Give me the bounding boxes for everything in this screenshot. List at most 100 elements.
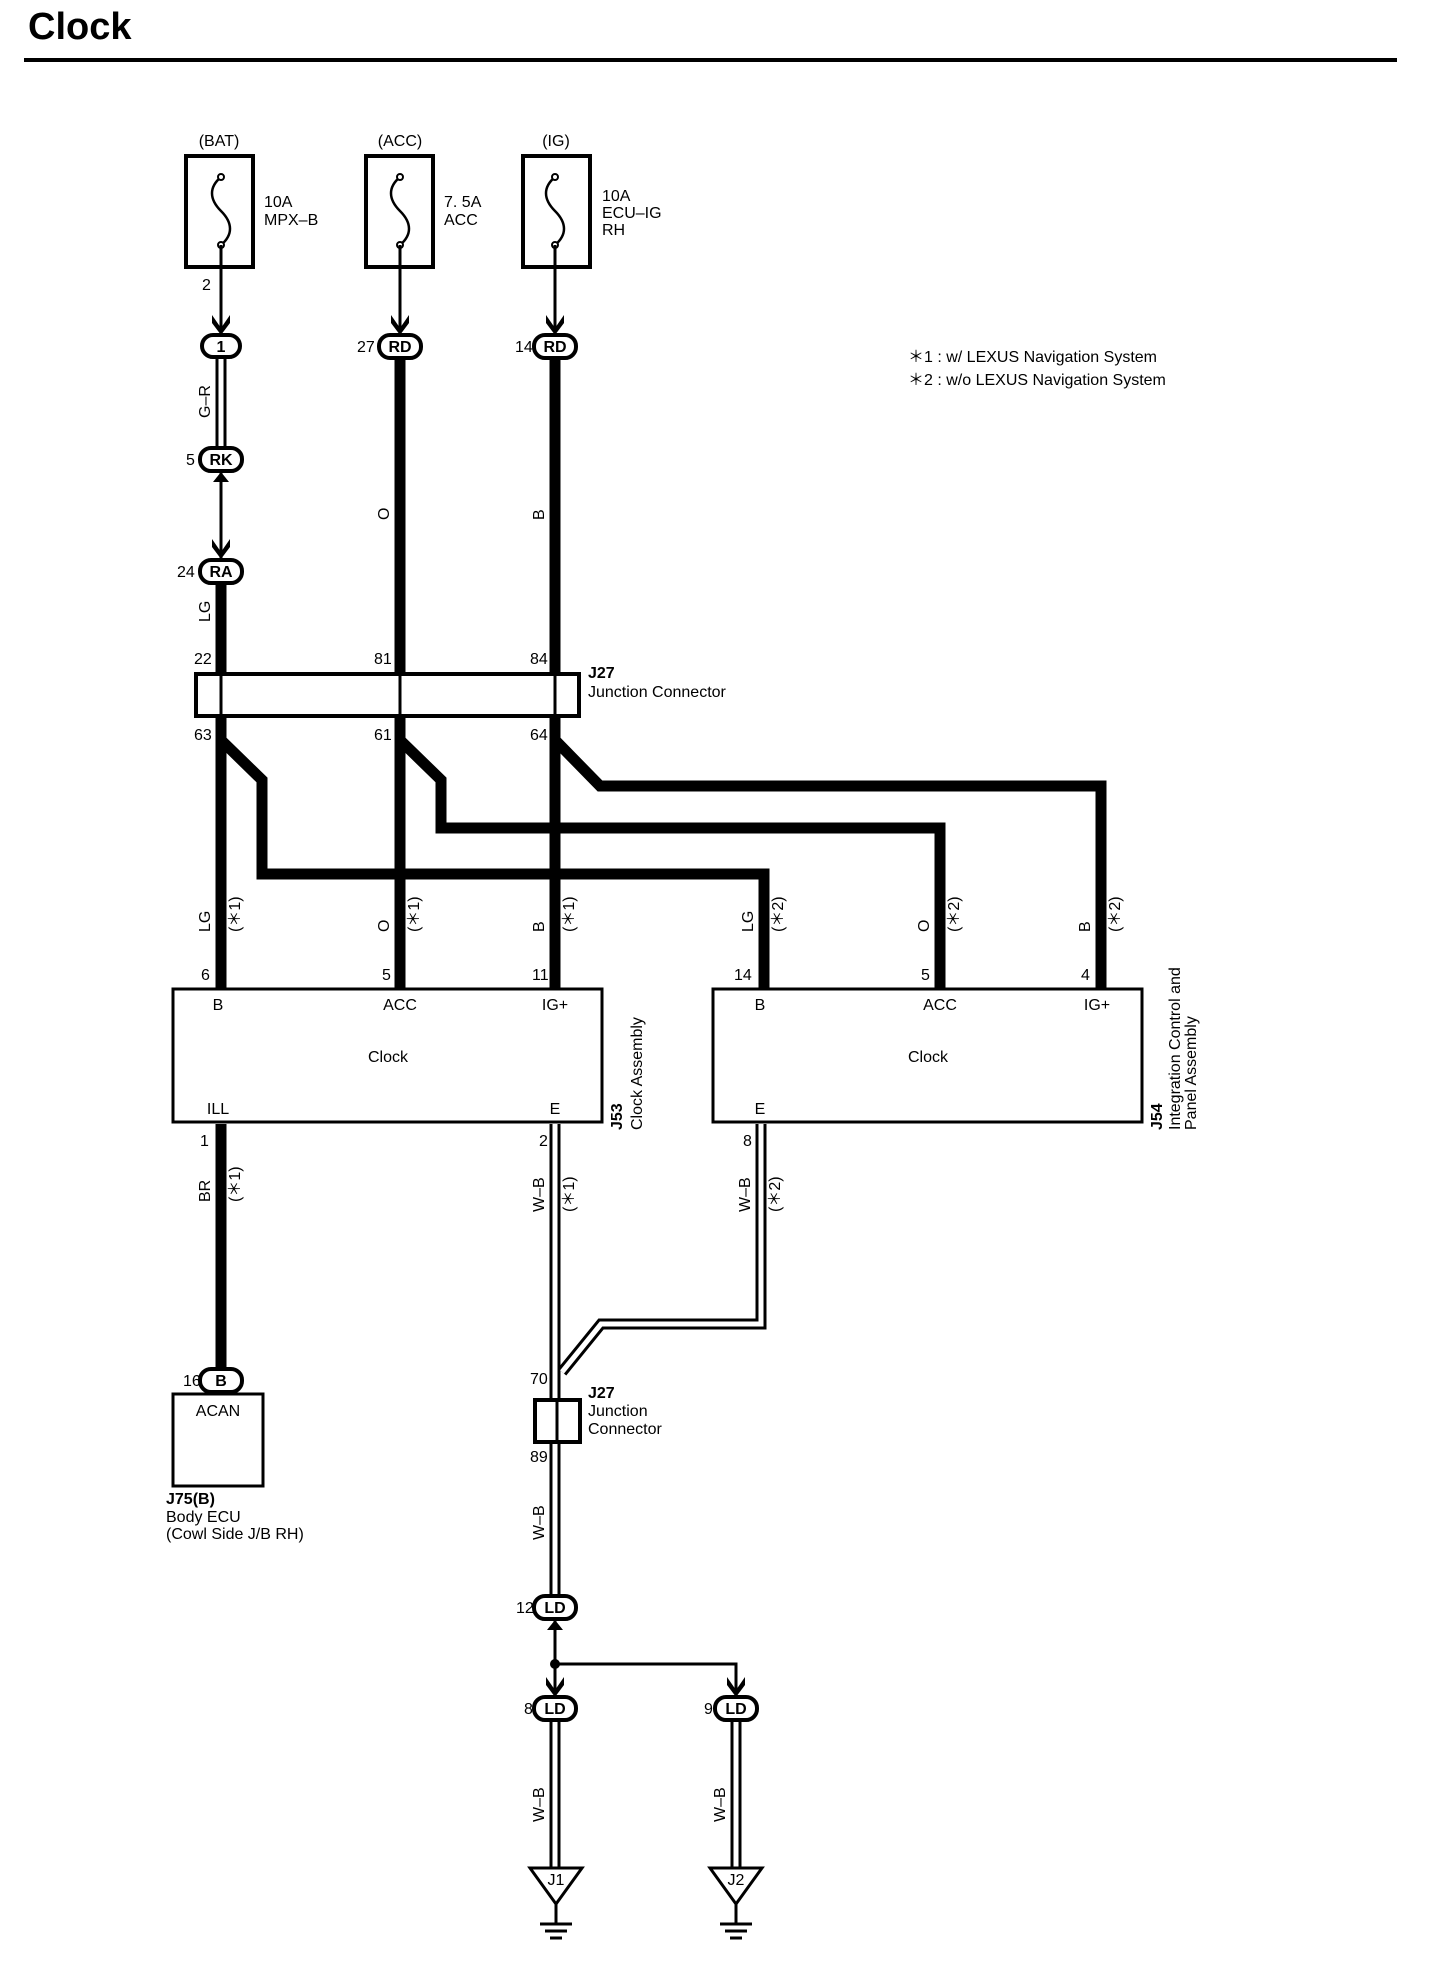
svg-text:(＊1): (＊1) (561, 1176, 578, 1212)
svg-text:61: 61 (374, 727, 392, 744)
svg-text:IG+: IG+ (1084, 997, 1110, 1014)
svg-text:LG: LG (197, 911, 214, 932)
component-id: J54 (1149, 1103, 1166, 1130)
svg-text:RD: RD (543, 339, 566, 356)
svg-text:LG: LG (740, 911, 757, 932)
svg-text:(＊2): (＊2) (767, 1176, 784, 1212)
connector-rk: RK 5 (186, 446, 244, 482)
component-name: Body ECU (166, 1509, 241, 1526)
pin-number: 8 (524, 1701, 533, 1718)
component-id: J27 (588, 1385, 615, 1402)
connector-rd-ig: RD 14 (515, 315, 578, 360)
component-id: J27 (588, 665, 615, 682)
clock-assembly-j53: B ACC IG+ Clock ILL E 6 5 11 1 2 J53 Clo… (171, 967, 646, 1150)
svg-text:84: 84 (530, 651, 548, 668)
fuse-acc: (ACC) 7. 5A ACC (364, 133, 482, 269)
junction-connector-j27-top: 22 81 84 63 61 64 J27 Junction Connector (194, 651, 727, 744)
svg-text:LD: LD (725, 1701, 746, 1718)
body-ecu-j75b: B 16 ACAN J75(B) Body ECU (Cowl Side J/B… (166, 1367, 304, 1543)
svg-text:16: 16 (183, 1373, 201, 1390)
pin-number: 27 (357, 339, 375, 356)
svg-text:B: B (755, 997, 766, 1014)
svg-text:RD: RD (388, 339, 411, 356)
svg-text:B: B (215, 1373, 227, 1390)
component-name-2: Connector (588, 1421, 662, 1438)
fuse-source-acc: (ACC) (378, 133, 422, 150)
fuse-source-bat: (BAT) (199, 133, 240, 150)
wire-wb-group (549, 1124, 767, 1868)
svg-text:W–B: W–B (531, 1787, 548, 1822)
svg-text:W–B: W–B (712, 1787, 729, 1822)
svg-text:1: 1 (217, 339, 226, 356)
svg-text:64: 64 (530, 727, 548, 744)
connector-ld-8: LD 8 (524, 1677, 578, 1722)
svg-text:IG+: IG+ (542, 997, 568, 1014)
title-underline (24, 58, 1397, 62)
note-no-nav: ＊2 : w/o LEXUS Navigation System (908, 372, 1166, 389)
component-id: J75(B) (166, 1491, 215, 1508)
component-id: J53 (609, 1103, 626, 1130)
svg-text:ACC: ACC (923, 997, 957, 1014)
component-name: Junction Connector (588, 684, 727, 701)
variant-marks: (＊1) (＊1) (＊1) (＊2) (＊2) (＊2) (＊1) (＊1) … (227, 896, 1124, 1212)
connector-ra: RA 24 (177, 539, 244, 585)
fuse-rating: 10A (602, 188, 631, 205)
svg-text:4: 4 (1081, 967, 1090, 984)
connector-ld-9: LD 9 (704, 1677, 759, 1722)
component-label: Clock (908, 1049, 949, 1066)
pin-number: 5 (186, 452, 195, 469)
svg-text:(＊2): (＊2) (1107, 896, 1124, 932)
svg-text:1: 1 (200, 1133, 209, 1150)
junction-connector-j27-bottom: 70 89 J27 Junction Connector (530, 1371, 662, 1466)
svg-text:W–B: W–B (531, 1505, 548, 1540)
fuse-name: MPX–B (264, 212, 318, 229)
svg-text:81: 81 (374, 651, 392, 668)
page-title: Clock (28, 6, 132, 48)
svg-text:J1: J1 (548, 1872, 565, 1889)
connector-1: 1 (200, 315, 242, 359)
connector-ld-12: LD 12 (516, 1594, 578, 1630)
svg-text:70: 70 (530, 1371, 548, 1388)
svg-text:B: B (531, 921, 548, 932)
svg-text:LG: LG (197, 601, 214, 622)
svg-text:6: 6 (201, 967, 210, 984)
component-name: Integration Control and (1167, 967, 1184, 1130)
svg-text:89: 89 (530, 1449, 548, 1466)
svg-text:5: 5 (921, 967, 930, 984)
pin-number: 14 (515, 339, 533, 356)
svg-text:W–B: W–B (531, 1177, 548, 1212)
svg-text:2: 2 (539, 1133, 548, 1150)
pin-number: 2 (202, 277, 211, 294)
svg-text:8: 8 (743, 1133, 752, 1150)
svg-text:11: 11 (532, 967, 549, 984)
svg-text:(＊1): (＊1) (227, 1166, 244, 1202)
component-name-2: (Cowl Side J/B RH) (166, 1526, 304, 1543)
component-name: Junction (588, 1403, 648, 1420)
svg-text:(＊1): (＊1) (227, 896, 244, 932)
svg-text:O: O (376, 508, 393, 520)
svg-text:63: 63 (194, 727, 212, 744)
svg-text:E: E (755, 1101, 766, 1118)
wire-color-labels: G–R LG O B LG O B LG O B BR W–B W–B W–B … (197, 385, 1094, 1822)
component-label: Clock (368, 1049, 409, 1066)
fuse-name: ACC (444, 212, 478, 229)
fuse-name-2: RH (602, 222, 625, 239)
pin-number: 9 (704, 1701, 713, 1718)
note-nav: ＊1 : w/ LEXUS Navigation System (908, 349, 1157, 366)
svg-text:O: O (376, 920, 393, 932)
component-name-2: Panel Assembly (1183, 1016, 1200, 1130)
svg-text:(＊2): (＊2) (946, 896, 963, 932)
fuse-ecu-ig-rh: (IG) 10A ECU–IG RH (521, 133, 662, 269)
svg-text:O: O (916, 920, 933, 932)
terminal-label: ACAN (196, 1403, 240, 1420)
svg-text:BR: BR (197, 1180, 214, 1202)
svg-text:E: E (550, 1101, 561, 1118)
pin-number: 12 (516, 1600, 534, 1617)
svg-text:B: B (1077, 921, 1094, 932)
component-name: Clock Assembly (629, 1017, 646, 1130)
svg-text:B: B (213, 997, 224, 1014)
svg-text:LD: LD (544, 1701, 565, 1718)
svg-text:G–R: G–R (197, 385, 214, 418)
pin-number: 24 (177, 564, 195, 581)
connector-rd-acc: RD 27 (357, 315, 423, 360)
